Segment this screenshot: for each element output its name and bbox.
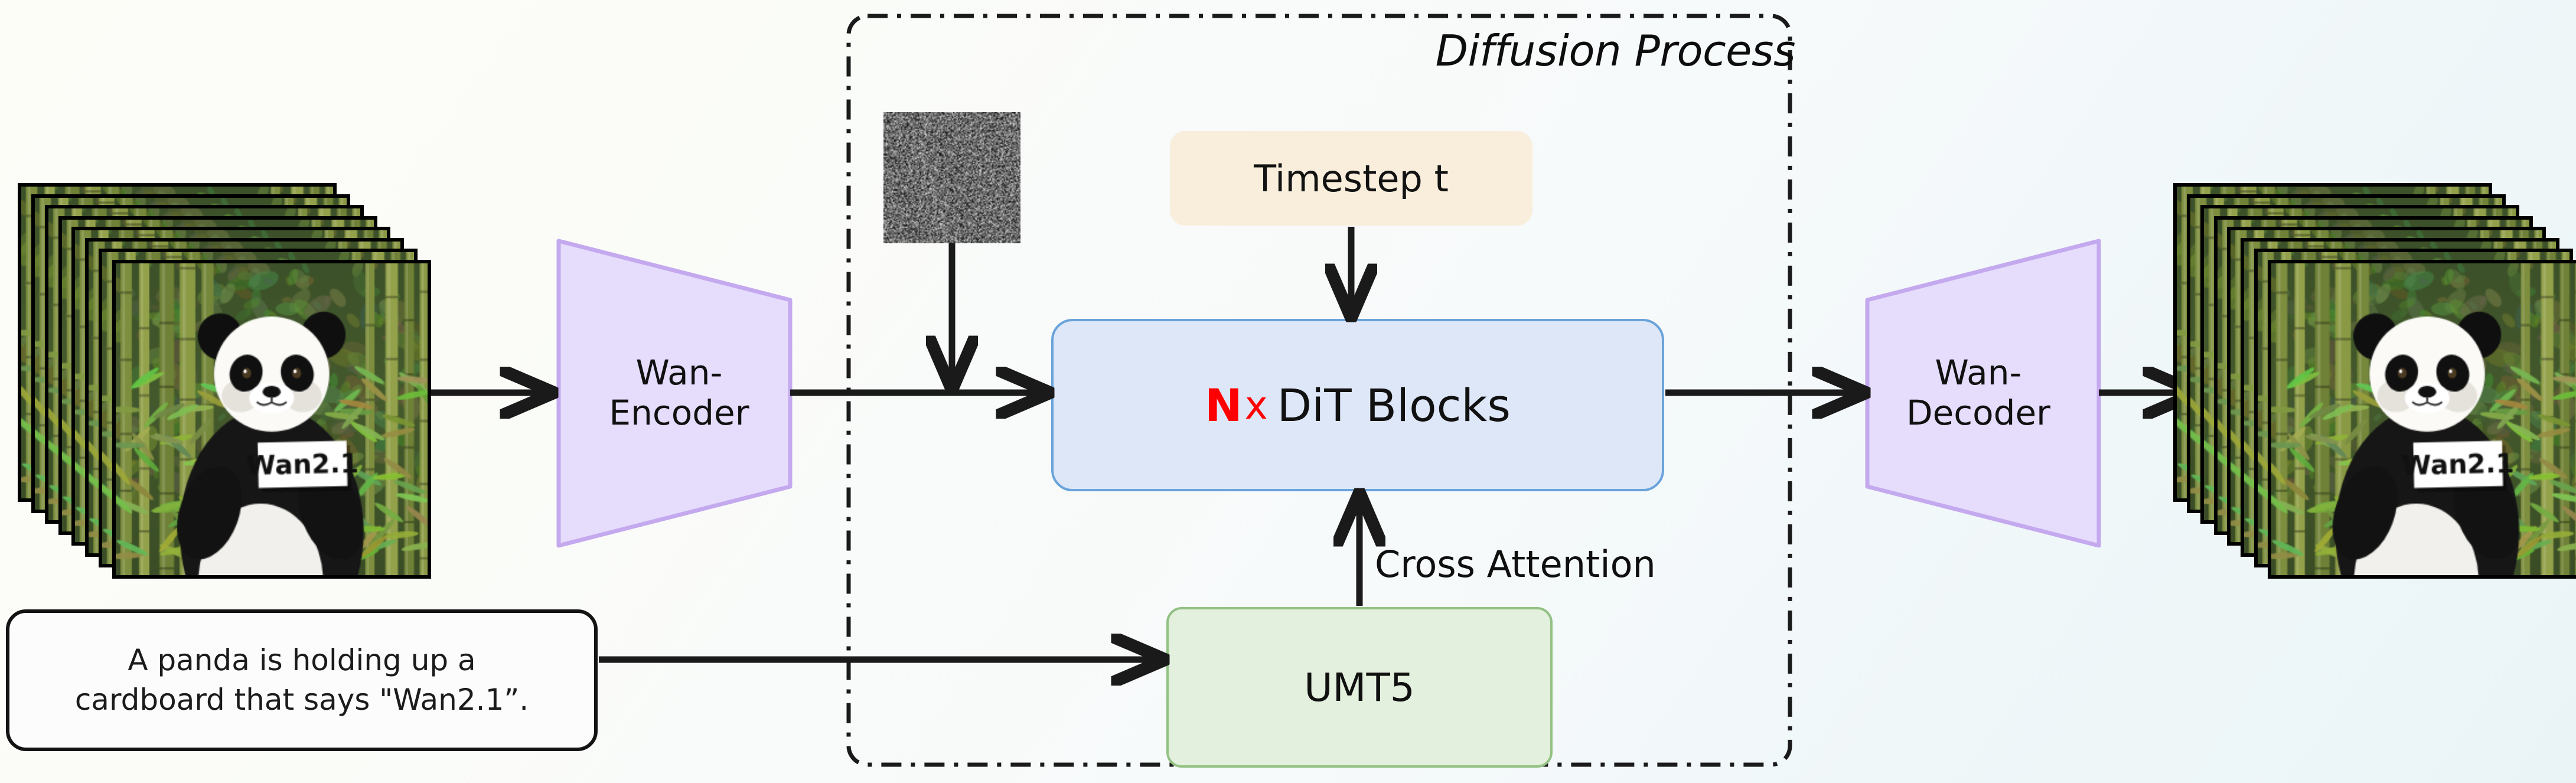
dit-blocks-block: N x DiT Blocks [1051, 319, 1664, 491]
umt5-block: UMT5 [1166, 607, 1553, 768]
wan-encoder-label-line1: Wan- [635, 352, 723, 393]
video-frame [112, 260, 431, 579]
output-video-frames [2173, 183, 2576, 579]
dit-count: N [1204, 379, 1243, 432]
dit-label: DiT Blocks [1277, 379, 1511, 432]
wan-decoder-block: Wan- Decoder [1854, 236, 2102, 549]
prompt-line-2: cardboard that says "Wan2.1”. [74, 683, 529, 717]
prompt-text-block: A panda is holding up a cardboard that s… [6, 609, 598, 751]
timestep-label: Timestep t [1254, 156, 1449, 200]
input-video-frames [18, 183, 431, 579]
wan-encoder-block: Wan- Encoder [555, 236, 803, 549]
umt5-label: UMT5 [1304, 664, 1415, 710]
cross-attention-label: Cross Attention [1375, 543, 1656, 586]
timestep-block: Timestep t [1170, 131, 1532, 226]
prompt-line-1: A panda is holding up a [128, 642, 476, 677]
wan-encoder-label-line2: Encoder [609, 393, 749, 433]
video-frame [2268, 260, 2576, 579]
noise-patch-icon [883, 112, 1020, 243]
wan-decoder-label-line1: Wan- [1935, 352, 2022, 393]
wan-decoder-label-line2: Decoder [1906, 393, 2051, 433]
dit-multiply-icon: x [1244, 382, 1268, 428]
diffusion-process-label: Diffusion Process [1435, 26, 1796, 76]
